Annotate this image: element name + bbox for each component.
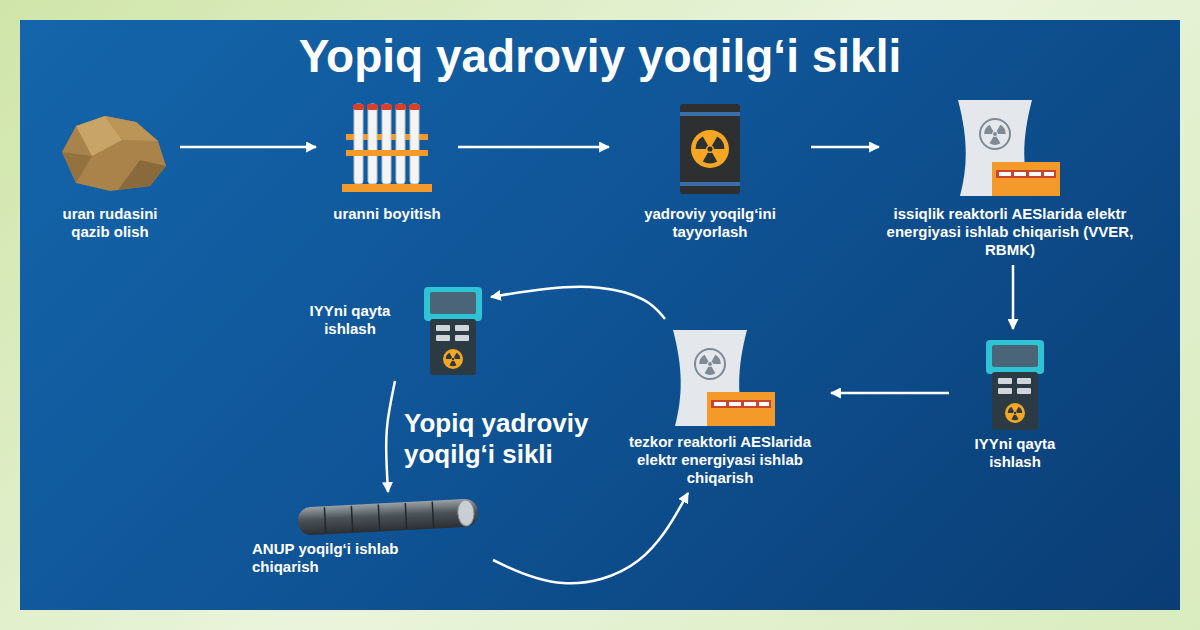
power-plant	[673, 330, 775, 426]
power-plant	[999, 172, 1011, 176]
reprocessing-device	[455, 335, 469, 341]
power-plant	[996, 170, 1056, 178]
step-label: uranni boyitish	[322, 100, 452, 223]
reprocessing-device	[446, 353, 460, 366]
step-label: IYYni qayta ishlash	[955, 335, 1075, 471]
reprocessing-device	[992, 345, 1038, 367]
reprocessing-device	[436, 335, 450, 341]
enrichment-tubes	[354, 104, 363, 184]
fuel-rod	[324, 507, 325, 533]
fuel-rod	[351, 506, 352, 532]
fuel-barrel	[680, 182, 740, 186]
step-text: yadroviy yoqilg‘ini tayyorlash	[615, 205, 805, 241]
step-label: yadroviy yoqilg‘ini tayyorlash	[615, 100, 805, 241]
fuel-rod	[297, 498, 478, 535]
step-label: tezkor reaktorli AESlarida elektr energi…	[615, 325, 825, 487]
fuel-rod	[405, 503, 406, 529]
power-plant	[729, 402, 741, 406]
enrichment-tubes	[367, 104, 378, 110]
power-plant	[992, 162, 1060, 196]
step-text: issiqlik reaktorli AESlarida elektr ener…	[885, 205, 1135, 259]
enrichment-tubes	[409, 104, 420, 110]
fuel-rod	[378, 504, 379, 530]
fuel-rod	[457, 500, 474, 527]
power-plant	[1044, 172, 1054, 176]
flow-arrow	[491, 287, 665, 319]
fuel-barrel	[691, 130, 729, 168]
ore-rock	[62, 152, 92, 183]
power-plant	[711, 400, 771, 408]
step-text: tezkor reaktorli AESlarida elektr energi…	[615, 433, 825, 487]
step-text: uran rudasini qazib olish	[46, 205, 174, 241]
power-plant	[984, 125, 1006, 145]
enrichment-tubes	[368, 104, 377, 184]
reprocessing-device	[424, 287, 482, 375]
enrichment-tubes	[353, 104, 364, 110]
enrichment-tubes	[382, 104, 391, 184]
power-plant	[699, 355, 721, 375]
reprocessing-device	[992, 372, 1038, 430]
flow-arrow	[493, 493, 688, 583]
flow-arrow	[1012, 265, 1015, 329]
cycle-label: Yopiq yadroviy yoqilg‘i sikli	[404, 408, 619, 470]
fuel-barrel	[696, 137, 725, 164]
power-plant	[1014, 172, 1026, 176]
reprocessing-device	[436, 325, 450, 331]
ore-rock	[62, 116, 166, 191]
fuel-barrel	[680, 112, 740, 116]
enrichment-tubes	[342, 184, 432, 192]
flow-arrow	[811, 146, 879, 149]
reprocessing-device	[998, 388, 1012, 394]
reprocessing-device	[430, 319, 476, 375]
reprocessing-device	[1005, 403, 1025, 423]
power-plant	[707, 392, 775, 426]
power-plant	[958, 100, 1060, 196]
reprocessing-device	[455, 325, 469, 331]
step-label: ANUP yoqilg‘i ishlab chiqarish	[252, 498, 487, 576]
step-text: ANUP yoqilg‘i ishlab chiqarish	[252, 540, 427, 576]
reprocessing-device	[430, 292, 476, 314]
flow-arrow	[386, 381, 395, 492]
reprocessing-device	[1017, 388, 1031, 394]
ore-rock	[105, 116, 158, 141]
reprocessing-device	[1008, 407, 1022, 420]
step-label: IYYni qayta ishlash	[290, 285, 485, 375]
reprocessing-device	[998, 378, 1012, 384]
fuel-barrel	[680, 104, 740, 194]
reprocessing-device	[424, 287, 482, 321]
step-label: uran rudasini qazib olish	[46, 110, 174, 241]
step-text: IYYni qayta ishlash	[955, 435, 1075, 471]
flow-arrow	[180, 146, 316, 149]
fuel-rod	[432, 502, 433, 528]
ore-rock	[118, 160, 166, 190]
reprocessing-device	[1017, 378, 1031, 384]
enrichment-tubes	[410, 104, 419, 184]
fuel-rod	[297, 498, 478, 535]
power-plant	[980, 119, 1010, 149]
power-plant	[1029, 172, 1041, 176]
step-text: IYYni qayta ishlash	[290, 302, 410, 338]
step-text: uranni boyitish	[322, 205, 452, 223]
flow-arrow	[831, 392, 949, 395]
power-plant	[695, 349, 725, 379]
enrichment-tubes	[346, 150, 428, 156]
reprocessing-device	[986, 340, 1044, 374]
power-plant	[744, 402, 756, 406]
step-label: issiqlik reaktorli AESlarida elektr ener…	[885, 95, 1135, 259]
enrichment-tubes	[395, 104, 406, 110]
reprocessing-device	[986, 340, 1044, 430]
diagram-title: Yopiq yadroviy yoqilg‘i sikli	[0, 28, 1200, 84]
ore-rock	[62, 116, 166, 191]
fuel-barrel	[680, 104, 740, 194]
enrichment-tubes	[396, 104, 405, 184]
power-plant	[759, 402, 769, 406]
reprocessing-device	[443, 349, 463, 369]
enrichment-tubes	[381, 104, 392, 110]
enrichment-tubes	[342, 104, 432, 192]
flow-arrow	[458, 146, 609, 149]
power-plant	[714, 402, 726, 406]
